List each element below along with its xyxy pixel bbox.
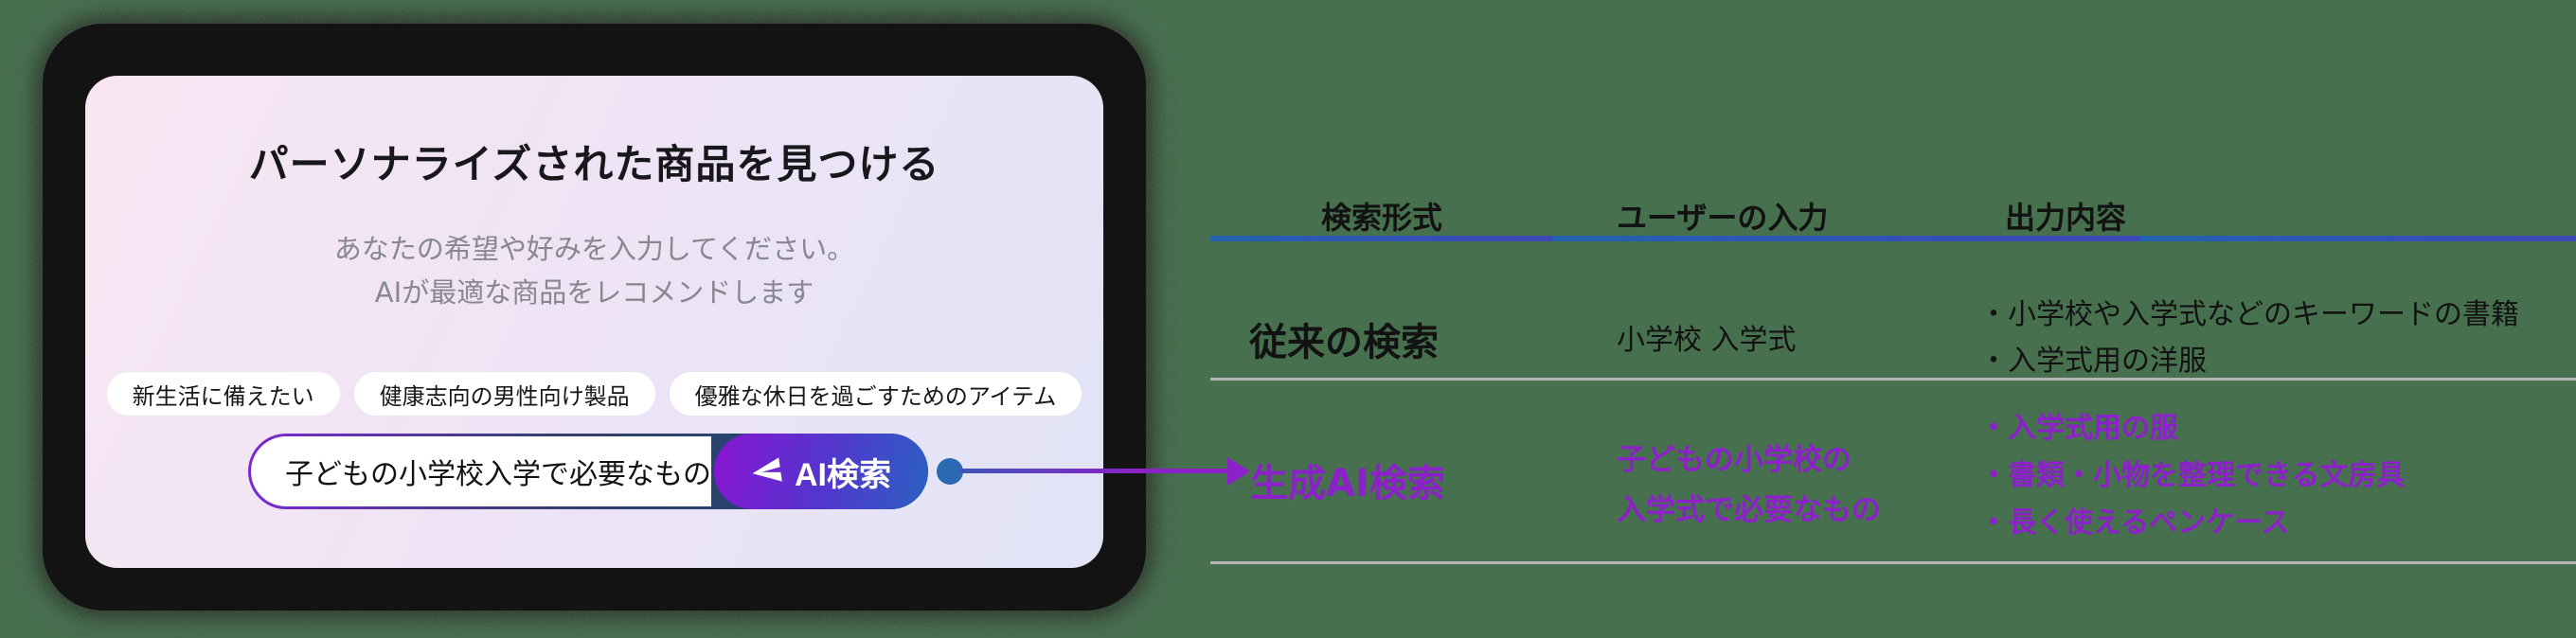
subtitle-line-2: AIが最適な商品をレコメンドします bbox=[374, 276, 814, 309]
row2-output-item: ・長く使えるペンケース bbox=[1979, 506, 2290, 540]
row2-user-input-line1: 子どもの小学校の bbox=[1617, 443, 1852, 477]
row2-user-input-line2: 入学式で必要なもの bbox=[1617, 493, 1881, 527]
row2-output-item: ・入学式用の服 bbox=[1979, 412, 2178, 445]
connector-dot bbox=[937, 458, 963, 485]
row2-output-item: ・書類・小物を整理できる文房具 bbox=[1979, 459, 2406, 492]
suggestion-chip-1[interactable]: 新生活に備えたい bbox=[106, 372, 340, 416]
column-header-output: 出力内容 bbox=[2005, 200, 2127, 236]
comparison-table: 検索形式 ユーザーの入力 出力内容 従来の検索 小学校 入学式 ・小学校や入学式… bbox=[1210, 0, 2576, 638]
row2-output-list: ・入学式用の服 ・書類・小物を整理できる文房具 ・長く使えるペンケース bbox=[1979, 405, 2405, 547]
tablet-device: パーソナライズされた商品を見つける あなたの希望や好みを入力してください。 AI… bbox=[43, 24, 1146, 611]
row-divider bbox=[1210, 378, 2576, 381]
connector-line bbox=[960, 469, 1229, 473]
device-screen: パーソナライズされた商品を見つける あなたの希望や好みを入力してください。 AI… bbox=[85, 76, 1103, 568]
row1-output-item: ・小学校や入学式などのキーワードの書籍 bbox=[1979, 298, 2519, 331]
page-subtitle: あなたの希望や好みを入力してください。 AIが最適な商品をレコメンドします bbox=[85, 227, 1103, 314]
row-divider bbox=[1210, 561, 2576, 564]
suggestion-chips: 新生活に備えたい 健康志向の男性向け製品 優雅な休日を過ごすためのアイテム bbox=[85, 372, 1103, 416]
row1-type-label: 従来の検索 bbox=[1249, 321, 1439, 364]
suggestion-chip-3[interactable]: 優雅な休日を過ごすためのアイテム bbox=[669, 372, 1082, 416]
subtitle-line-1: あなたの希望や好みを入力してください。 bbox=[333, 233, 855, 265]
ai-search-button[interactable]: AI検索 bbox=[714, 434, 928, 509]
search-bar: 子どもの小学校入学で必要なもの AI検索 bbox=[248, 434, 928, 509]
page-title: パーソナライズされた商品を見つける bbox=[248, 141, 940, 187]
send-icon bbox=[752, 457, 782, 482]
header-underline-segment-2 bbox=[1552, 236, 2140, 241]
connector-arrowhead-icon bbox=[1227, 457, 1250, 486]
column-header-search-type: 検索形式 bbox=[1321, 200, 1443, 236]
header-underline-segment-1 bbox=[1210, 236, 1552, 241]
row1-user-input: 小学校 入学式 bbox=[1617, 324, 1797, 357]
column-header-user-input: ユーザーの入力 bbox=[1617, 200, 1829, 236]
suggestion-chip-2[interactable]: 健康志向の男性向け製品 bbox=[353, 372, 655, 416]
row2-user-input: 子どもの小学校の 入学式で必要なもの bbox=[1617, 435, 1881, 536]
search-input[interactable]: 子どもの小学校入学で必要なもの bbox=[251, 436, 711, 506]
row2-type-label: 生成AI検索 bbox=[1250, 462, 1445, 505]
header-underline-segment-3 bbox=[2140, 236, 2576, 241]
ai-search-button-label: AI検索 bbox=[795, 456, 891, 493]
row1-output-list: ・小学校や入学式などのキーワードの書籍 ・入学式用の洋服 bbox=[1979, 292, 2519, 384]
row1-output-item: ・入学式用の洋服 bbox=[1979, 345, 2207, 378]
